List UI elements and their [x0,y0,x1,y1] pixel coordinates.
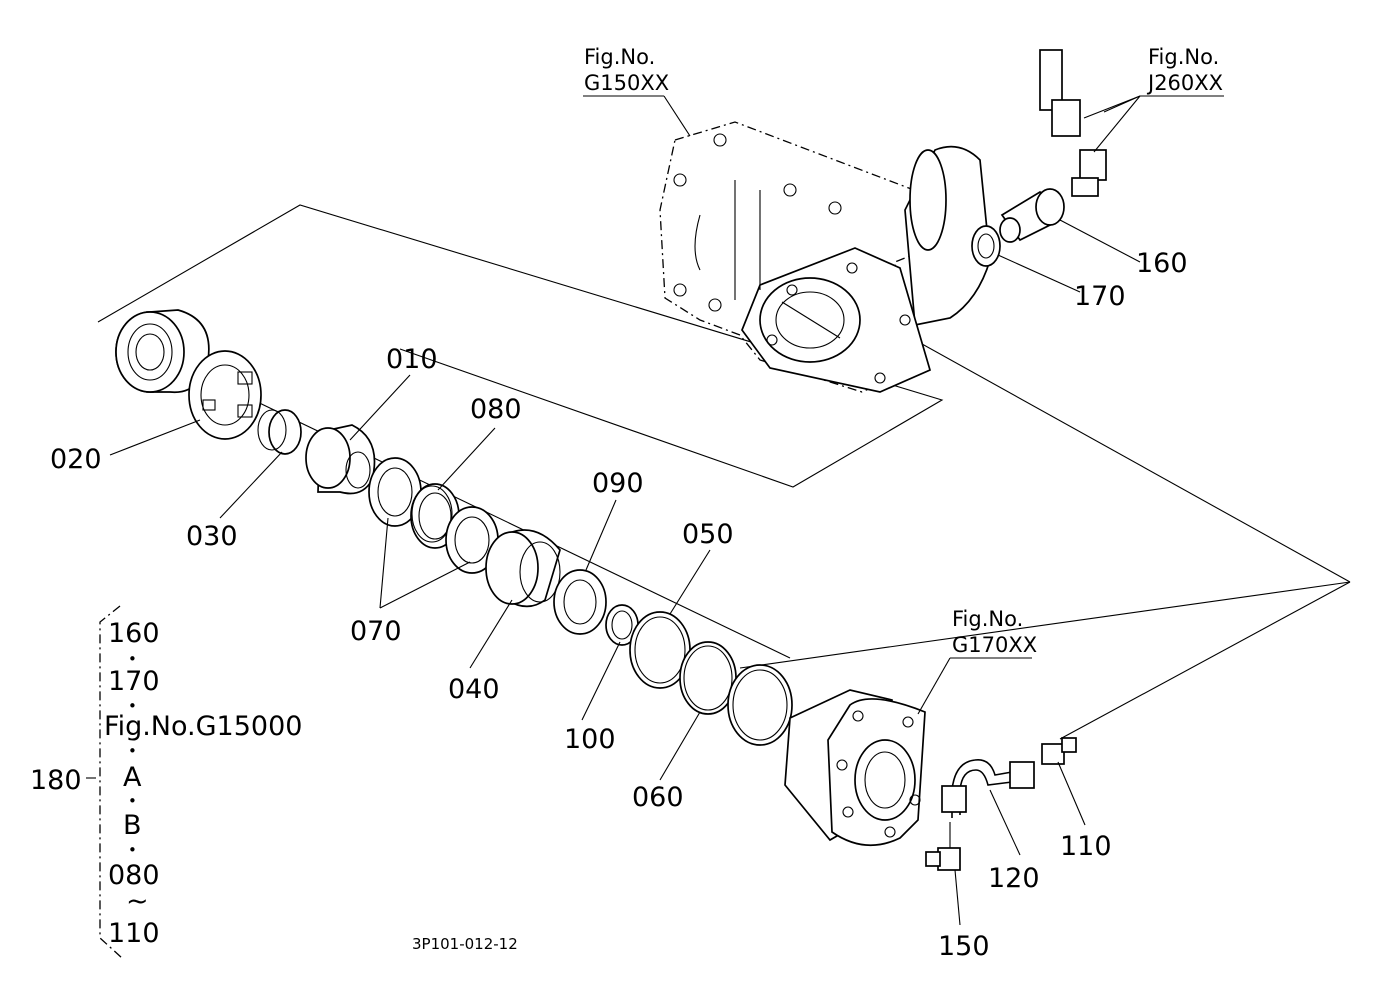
label-010: 010 [386,344,438,375]
part-040-sleeve [485,529,561,608]
label-040: 040 [448,674,500,705]
part-170-seal-washer [971,225,1001,267]
assembly-item-170: 170 [108,666,160,697]
assembly-separator: • [128,650,137,668]
part-120-pipe [941,758,1035,818]
part-160-adapter-fitting [999,188,1065,243]
label-060: 060 [632,782,684,813]
fig-ref-j260-line2: J260XX [1146,71,1223,95]
label-120: 120 [988,863,1040,894]
fig-ref-g150-line2: G150XX [584,71,669,95]
label-100: 100 [564,724,616,755]
assembly-item-160: 160 [108,618,160,649]
part-020-lock-nut [188,350,262,440]
assembly-separator: • [128,841,137,859]
assembly-180-bracket: 180 160 • 170 • Fig.No.G15000 • A • B • … [30,605,302,959]
label-170: 170 [1074,281,1126,312]
fig-ref-g170-line1: Fig.No. [952,607,1023,631]
assembly-item-080: 080 [108,860,160,891]
label-080: 080 [470,394,522,425]
part-110-connector [1041,737,1077,765]
figure-references: Fig.No. G150XX Fig.No. J260XX Fig.No. G1… [584,45,1223,657]
assembly-label-180: 180 [30,765,82,796]
fig-ref-g150-line1: Fig.No. [584,45,655,69]
label-070: 070 [350,616,402,647]
assembly-separator: • [128,742,137,760]
drawing-code: 3P101-012-12 [412,935,518,953]
label-050: 050 [682,519,734,550]
label-020: 020 [50,444,102,475]
fig-ref-g170-line2: G170XX [952,633,1037,657]
hose-fitting [1039,49,1107,197]
fig-ref-j260-line1: Fig.No. [1148,45,1219,69]
assembly-item-a: A [123,762,142,793]
assembly-separator: • [128,792,137,810]
leader-lines [86,95,1224,926]
transmission-case [659,121,991,393]
gasket-ring [727,664,793,746]
assembly-range-symbol: ~ [126,886,149,917]
assembly-separator: • [128,697,137,715]
part-030-circlip [257,409,302,455]
label-110: 110 [1060,831,1112,862]
label-150: 150 [938,931,990,962]
part-number-labels: 010 020 030 040 050 060 070 080 090 100 … [50,248,1188,962]
assembly-item-fig-g15000: Fig.No.G15000 [104,711,302,742]
part-150-elbow-fitting [925,822,961,871]
label-090: 090 [592,468,644,499]
part-020-ball-bearing [115,309,210,394]
assembly-item-110: 110 [108,918,160,949]
hydraulic-housing [784,689,926,847]
part-010-coupling [305,424,376,495]
label-160: 160 [1136,248,1188,279]
part-090-washer [553,569,607,635]
assembly-item-b: B [123,810,142,841]
label-030: 030 [186,521,238,552]
